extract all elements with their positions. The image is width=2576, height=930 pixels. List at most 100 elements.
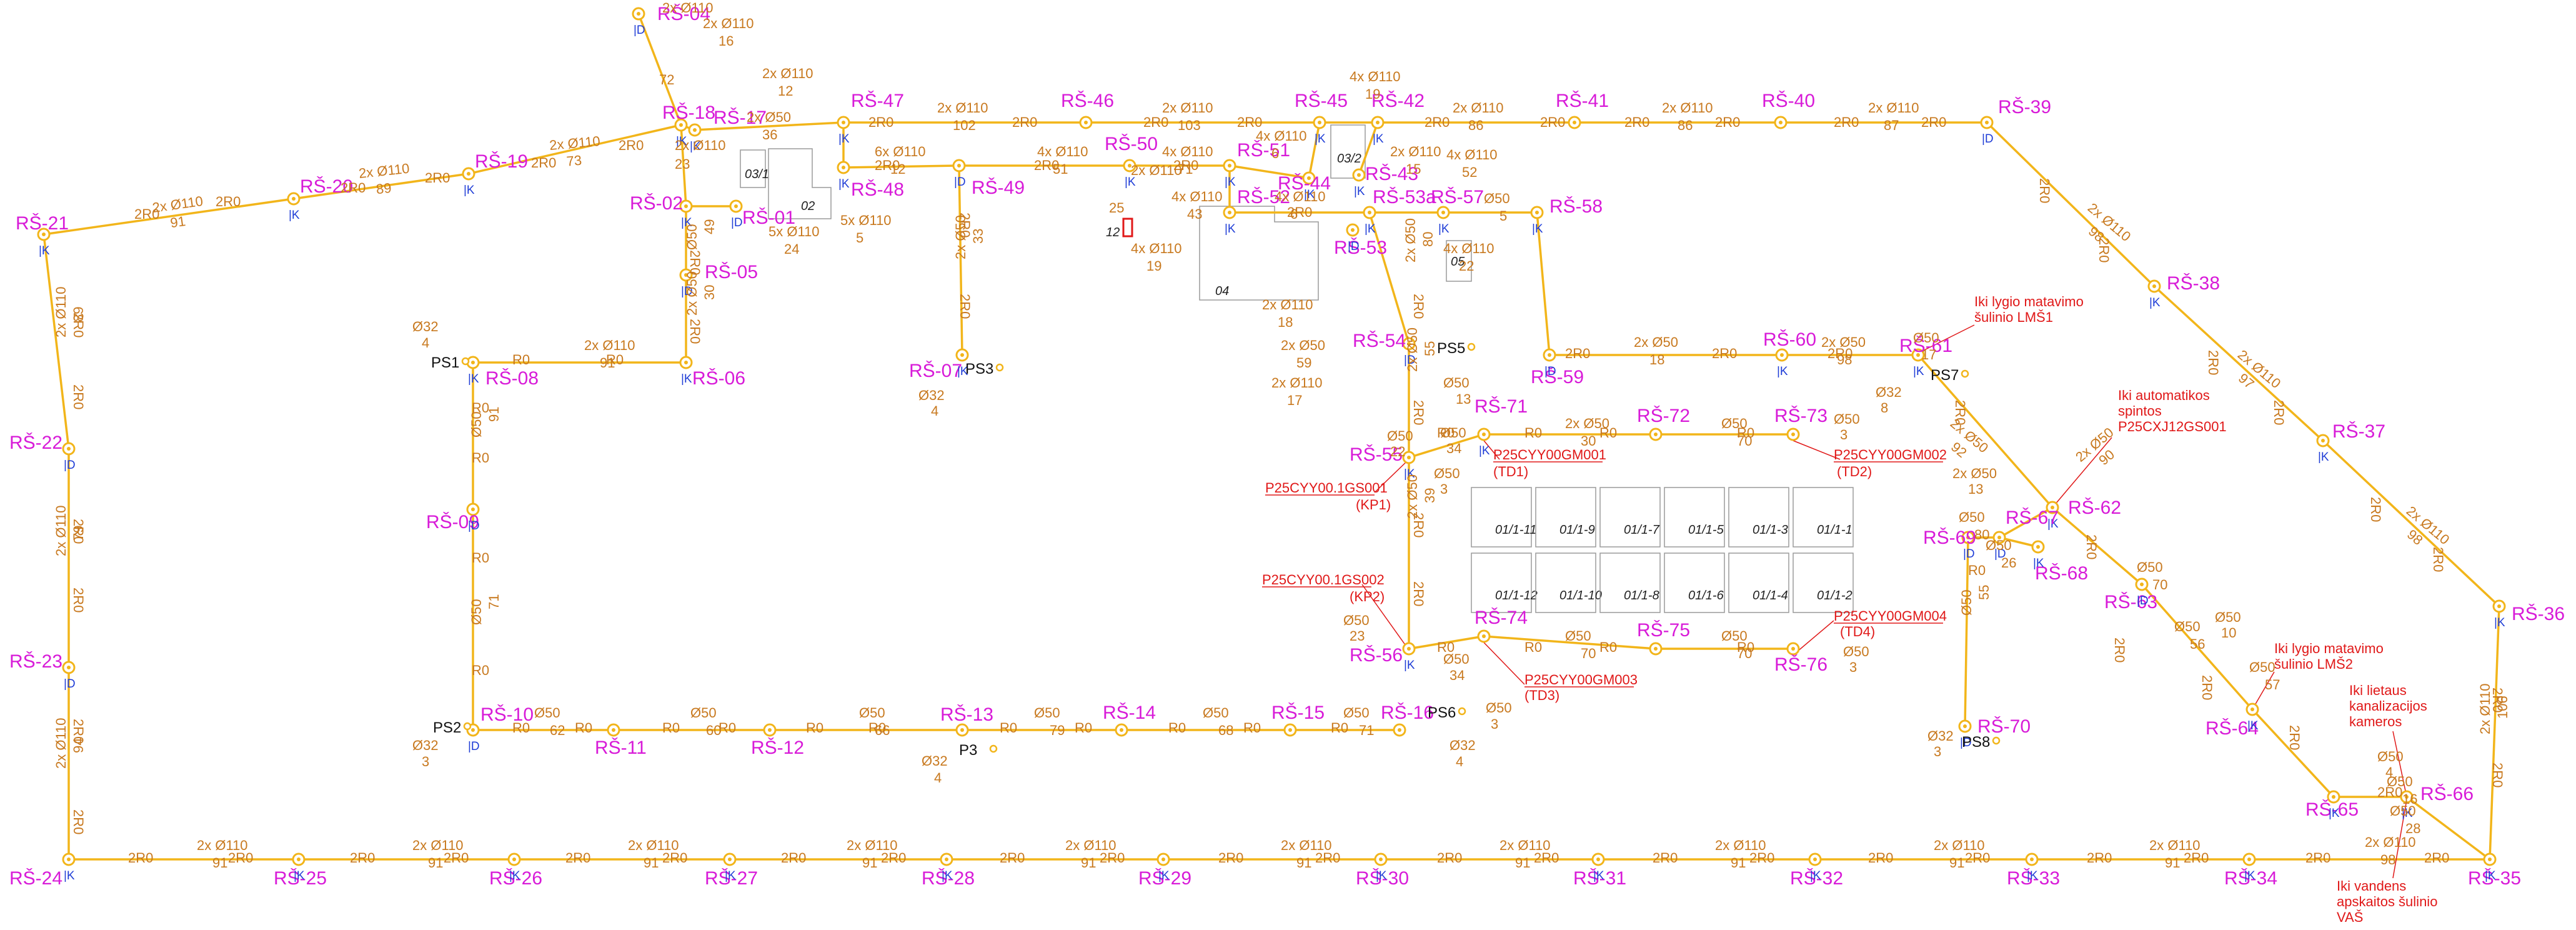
container-cell bbox=[1728, 552, 1789, 613]
pipe-diameter: 5x Ø110 bbox=[840, 212, 892, 228]
manhole-rs-53a[interactable]: RŠ-53a|K bbox=[1363, 186, 1436, 236]
manhole-rs-07[interactable]: RŠ-07|K bbox=[909, 348, 969, 381]
manhole-rs-36[interactable]: RŠ-36|K bbox=[2492, 599, 2565, 629]
manhole-rs-02[interactable]: RŠ-02|K bbox=[630, 192, 693, 229]
manhole-rs-61[interactable]: RŠ-61|K bbox=[1899, 335, 1952, 378]
manhole-rs-22[interactable]: RŠ-22|D bbox=[9, 432, 76, 472]
pipe-code-label: 2R0 bbox=[444, 850, 469, 866]
manhole-rs-70[interactable]: RŠ-70|D bbox=[1958, 716, 2031, 749]
manhole-rs-59[interactable]: RŠ-59|D bbox=[1531, 348, 1584, 388]
manhole-rs-47[interactable]: RŠ-47|K bbox=[837, 90, 904, 146]
manhole-rs-48[interactable]: RŠ-48|K bbox=[837, 161, 904, 200]
manhole-rs-08[interactable]: RŠ-08|K bbox=[466, 356, 539, 389]
manhole-rs-04[interactable]: RŠ-04|D bbox=[632, 3, 710, 37]
pipe-diameter: Ø50 bbox=[2174, 619, 2201, 634]
manhole-rs-33[interactable]: RŠ-33|K bbox=[2007, 852, 2060, 889]
manhole-rs-01[interactable]: RŠ-01|D bbox=[729, 199, 795, 229]
manhole-rs-23[interactable]: RŠ-23|D bbox=[9, 651, 76, 691]
manhole-rs-34[interactable]: RŠ-34|K bbox=[2224, 852, 2277, 889]
manhole-rs-31[interactable]: RŠ-31|K bbox=[1573, 852, 1626, 889]
manhole-rs-19[interactable]: RŠ-19|K bbox=[462, 151, 528, 197]
manhole-rs-24[interactable]: RŠ-24|K bbox=[9, 852, 76, 889]
manhole-rs-25[interactable]: RŠ-25|K bbox=[274, 852, 327, 889]
manhole-label: RŠ-52 bbox=[1237, 186, 1290, 208]
manhole-rs-54[interactable]: RŠ-54|D bbox=[1353, 330, 1416, 367]
manhole-rs-13[interactable]: RŠ-13 bbox=[940, 704, 993, 737]
manhole-rs-09[interactable]: RŠ-09|D bbox=[426, 502, 480, 532]
manhole-rs-66[interactable]: RŠ-66|K bbox=[2400, 783, 2474, 820]
manhole-rs-68[interactable]: RŠ-68|K bbox=[2031, 540, 2088, 584]
manhole-rs-63[interactable]: RŠ-63|D bbox=[2104, 578, 2157, 612]
manhole-rs-58[interactable]: RŠ-58|K bbox=[1530, 196, 1603, 236]
pipe-code-label: R0 bbox=[1168, 720, 1186, 736]
pipe-segment bbox=[43, 198, 294, 236]
manhole-rs-76[interactable]: RŠ-76 bbox=[1774, 642, 1828, 675]
manhole-rs-18[interactable]: RŠ-18|K bbox=[662, 102, 715, 148]
manhole-rs-42[interactable]: RŠ-42|K bbox=[1371, 90, 1425, 146]
manhole-rs-60[interactable]: RŠ-60|K bbox=[1763, 329, 1816, 378]
manhole-rs-12[interactable]: RŠ-12 bbox=[751, 723, 804, 758]
manhole-rs-50[interactable]: RŠ-50|K bbox=[1105, 133, 1158, 189]
manhole-label: RŠ-10 bbox=[480, 704, 534, 725]
manhole-rs-72[interactable]: RŠ-72 bbox=[1637, 405, 1690, 441]
manhole-rs-45[interactable]: RŠ-45|K bbox=[1295, 90, 1348, 146]
pipe-length: 91 bbox=[600, 355, 615, 371]
pipe-diameter: 2x Ø110 bbox=[549, 133, 600, 153]
manhole-rs-38[interactable]: RŠ-38|K bbox=[2147, 272, 2220, 309]
manhole-rs-46[interactable]: RŠ-46 bbox=[1061, 90, 1114, 129]
manhole-rs-52[interactable]: RŠ-52|K bbox=[1223, 186, 1290, 236]
manhole-label: RŠ-42 bbox=[1371, 90, 1425, 111]
branch-label: 23 bbox=[675, 156, 690, 172]
pipe-segment bbox=[2251, 708, 2335, 798]
manhole-rs-40[interactable]: RŠ-40 bbox=[1762, 90, 1815, 129]
manhole-rs-16[interactable]: RŠ-16 bbox=[1381, 702, 1434, 737]
manhole-rs-49[interactable]: RŠ-49|D bbox=[952, 159, 1025, 198]
manhole-rs-35[interactable]: RŠ-35|K bbox=[2468, 852, 2521, 889]
manhole-rs-27[interactable]: RŠ-27|K bbox=[705, 852, 758, 889]
manhole-rs-20[interactable]: RŠ-20|K bbox=[287, 176, 353, 222]
manhole-rs-53[interactable]: RŠ-53|D bbox=[1334, 223, 1387, 258]
manhole-rs-06[interactable]: RŠ-06|K bbox=[679, 356, 745, 389]
pipe-length: 91 bbox=[644, 855, 659, 871]
manhole-rs-29[interactable]: RŠ-29|K bbox=[1138, 852, 1191, 889]
branch-label: Ø32 bbox=[1876, 384, 1902, 400]
manhole-rs-57[interactable]: RŠ-57|K bbox=[1431, 186, 1484, 236]
equipment-label: P25CYY00.1GS001 bbox=[1265, 480, 1388, 496]
manhole-rs-05[interactable]: RŠ-05|D bbox=[679, 261, 758, 298]
manhole-rs-55[interactable]: RŠ-55|K bbox=[1350, 444, 1416, 481]
manhole-rs-17[interactable]: RŠ-17|K bbox=[688, 107, 767, 153]
manhole-rs-21[interactable]: RŠ-21|K bbox=[16, 212, 69, 258]
manhole-rs-67[interactable]: RŠ-67|D bbox=[1992, 507, 2059, 561]
pipe-length: 73 bbox=[566, 152, 583, 169]
manhole-rs-69[interactable]: RŠ-69|D bbox=[1923, 527, 1976, 561]
manhole-rs-62[interactable]: RŠ-62|K bbox=[2046, 497, 2121, 531]
manhole-rs-71[interactable]: RŠ-71|K bbox=[1474, 396, 1528, 458]
manhole-rs-11[interactable]: RŠ-11 bbox=[595, 723, 647, 758]
manhole-rs-64[interactable]: RŠ-64|K bbox=[2206, 702, 2259, 739]
container-cell bbox=[1599, 552, 1661, 613]
manhole-rs-44[interactable]: RŠ-44|K bbox=[1278, 171, 1331, 201]
manhole-rs-37[interactable]: RŠ-37|K bbox=[2316, 421, 2385, 464]
manhole-rs-30[interactable]: RŠ-30|K bbox=[1356, 852, 1409, 889]
manhole-rs-56[interactable]: RŠ-56|K bbox=[1350, 642, 1416, 672]
manhole-direction-tag: |K bbox=[681, 216, 692, 229]
manhole-rs-65[interactable]: RŠ-65|K bbox=[2305, 790, 2359, 820]
manhole-rs-15[interactable]: RŠ-15 bbox=[1271, 702, 1325, 737]
manhole-label: RŠ-68 bbox=[2035, 562, 2088, 584]
manhole-rs-73[interactable]: RŠ-73 bbox=[1774, 405, 1828, 441]
manhole-rs-39[interactable]: RŠ-39|D bbox=[1980, 96, 2051, 146]
manhole-rs-75[interactable]: RŠ-75 bbox=[1637, 619, 1690, 656]
pipe-code-label: 2R0 bbox=[2271, 400, 2287, 425]
manhole-rs-14[interactable]: RŠ-14 bbox=[1103, 702, 1156, 737]
manhole-rs-41[interactable]: RŠ-41 bbox=[1556, 90, 1609, 129]
manhole-rs-26[interactable]: RŠ-26|K bbox=[489, 852, 542, 889]
branch-label: 17 bbox=[1921, 347, 1936, 362]
manhole-rs-51[interactable]: RŠ-51|K bbox=[1223, 139, 1290, 189]
manhole-rs-43[interactable]: RŠ-43|K bbox=[1352, 163, 1418, 198]
manhole-rs-74[interactable]: RŠ-74 bbox=[1474, 607, 1528, 643]
manhole-rs-28[interactable]: RŠ-28|K bbox=[922, 852, 975, 889]
manhole-rs-32[interactable]: RŠ-32|K bbox=[1790, 852, 1843, 889]
